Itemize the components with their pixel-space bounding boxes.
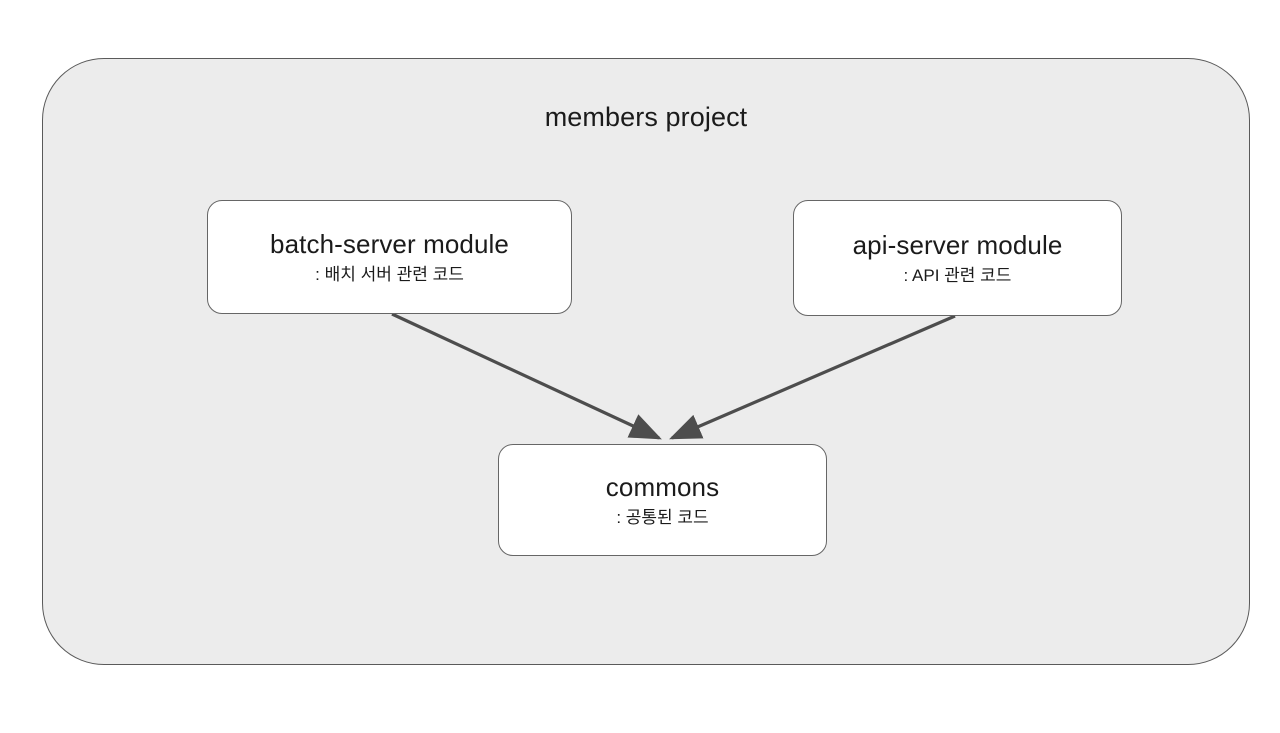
node-commons-module[interactable]: commons : 공통된 코드 [498, 444, 827, 556]
node-api-server-subtitle: : API 관련 코드 [903, 266, 1012, 286]
node-batch-server-title: batch-server module [270, 228, 509, 259]
node-api-server-module[interactable]: api-server module : API 관련 코드 [793, 200, 1122, 316]
node-commons-title: commons [605, 471, 720, 502]
node-batch-server-subtitle: : 배치 서버 관련 코드 [315, 265, 464, 285]
members-project-container: members project [42, 58, 1250, 665]
node-api-server-title: api-server module [852, 229, 1063, 260]
node-batch-server-module[interactable]: batch-server module : 배치 서버 관련 코드 [207, 200, 572, 314]
node-commons-subtitle: : 공통된 코드 [616, 508, 709, 528]
project-title: members project [544, 102, 748, 132]
